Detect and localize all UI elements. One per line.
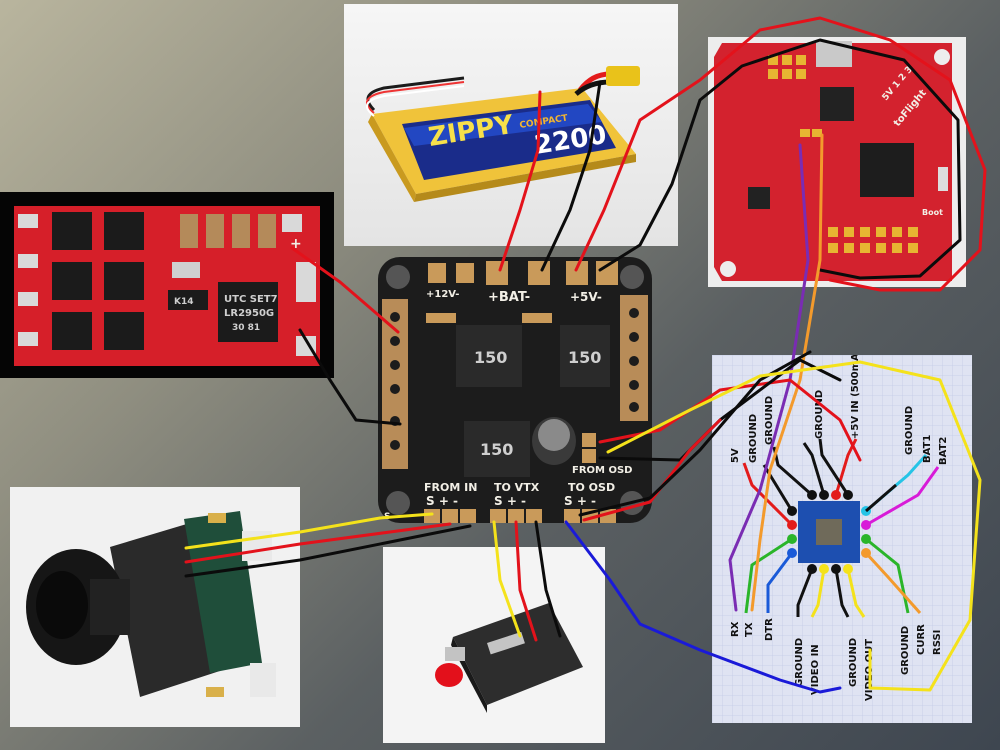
usb-port (816, 41, 852, 67)
osd-bottom-label-2: DTR (764, 618, 775, 641)
pdb-from-in-label: FROM IN (424, 481, 477, 494)
pdb-pins-from-in: S + - (426, 494, 458, 508)
osd-top-label-5: GROUND (904, 406, 915, 455)
camera-photo (10, 487, 300, 727)
mcu-chip (860, 143, 914, 197)
osd-pinout-diagram: 5V GROUND GROUND GROUND +5V IN (500mA) G… (712, 355, 972, 723)
vtx-image (435, 603, 583, 713)
fc-boot-label: Boot (922, 208, 943, 217)
regulator-module-photo: UTC SET7 LR2950G 30 81 K14 + (0, 192, 334, 378)
osd-bottom-label-6: VIDEO OUT (864, 639, 875, 701)
osd-board-image: 5V GROUND GROUND GROUND +5V IN (500mA) G… (712, 355, 972, 723)
regulator-ic (218, 282, 278, 342)
pdb-image: +12V- +BAT- +5V- 150 150 150 FROM OSD FR… (378, 257, 652, 523)
osd-bottom-label-0: RX (730, 621, 741, 637)
flight-controller-photo: toFlight 5V 1 2 3 Boot (708, 37, 966, 287)
regulator-module-image: UTC SET7 LR2950G 30 81 K14 + (14, 206, 320, 366)
pdb-side-label: S (384, 512, 390, 522)
pdb-12v-label: +12V- (426, 289, 459, 300)
osd-top-label-6: BAT1 (922, 435, 933, 463)
pdb-inductor-3: 150 (480, 440, 513, 459)
osd-top-label-7: BAT2 (938, 437, 949, 465)
xt60-connector (606, 66, 640, 86)
pdb-inductor-2: 150 (568, 348, 601, 367)
osd-bottom-label-3: GROUND (794, 638, 805, 687)
pdb-bat-label: +BAT- (488, 290, 530, 305)
osd-bottom-label-4: VIDEO IN (810, 644, 821, 695)
osd-top-label-1: GROUND (748, 414, 759, 463)
osd-bottom-label-1: TX (744, 622, 755, 637)
reg-chip-line2: LR2950G (224, 308, 274, 319)
fpv-camera-image (26, 511, 276, 697)
osd-bottom-label-5: GROUND (848, 638, 859, 687)
pdb-to-osd-label: TO OSD (568, 481, 615, 494)
pdb-to-vtx-label: TO VTX (494, 481, 540, 494)
pdb-inductor-1: 150 (474, 348, 507, 367)
reg-diode-label: K14 (174, 297, 194, 307)
osd-bottom-label-9: RSSI (932, 630, 943, 655)
osd-bottom-label-7: GROUND (900, 626, 911, 675)
pdb-from-osd: FROM OSD (572, 465, 632, 476)
antenna-connector (435, 663, 463, 687)
svg-text:+: + (290, 236, 302, 252)
power-distribution-board: +12V- +BAT- +5V- 150 150 150 FROM OSD FR… (376, 255, 654, 525)
battery-photo: ZIPPY COMPACT 2200 (344, 4, 678, 246)
osd-top-label-4: +5V IN (500mA) (850, 355, 861, 439)
pdb-pins-to-osd: S + - (564, 494, 596, 508)
video-transmitter-photo (383, 547, 605, 743)
pdb-5v-label: +5V- (570, 290, 602, 304)
osd-top-label-0: 5V (730, 448, 741, 463)
osd-top-label-2: GROUND (764, 396, 775, 445)
pdb-pins-to-vtx: S + - (494, 494, 526, 508)
reg-chip-line3: 30 81 (232, 323, 260, 333)
flight-controller-image: toFlight 5V 1 2 3 Boot (714, 41, 952, 281)
osd-top-label-3: GROUND (814, 390, 825, 439)
lipo-battery-image: ZIPPY COMPACT 2200 (365, 66, 640, 202)
osd-bottom-label-8: CURR (916, 624, 927, 655)
reg-chip-line1: UTC SET7 (224, 294, 278, 305)
